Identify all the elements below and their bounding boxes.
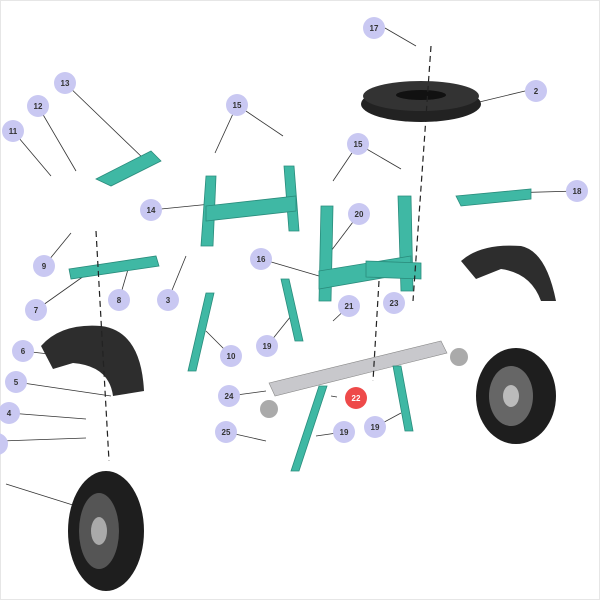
callout-12[interactable]: 12 <box>27 95 49 117</box>
wheel-right <box>476 348 556 444</box>
callout-5[interactable]: 5 <box>5 371 27 393</box>
callout-9[interactable]: 9 <box>33 255 55 277</box>
callout-21[interactable]: 21 <box>338 295 360 317</box>
callout-2[interactable]: 2 <box>525 80 547 102</box>
spare-tire <box>361 81 481 122</box>
axle <box>260 340 468 418</box>
callout-23[interactable]: 23 <box>383 292 405 314</box>
callout-20[interactable]: 20 <box>348 203 370 225</box>
callout-16[interactable]: 16 <box>250 248 272 270</box>
callout-24[interactable]: 24 <box>218 385 240 407</box>
callout-11[interactable]: 11 <box>2 120 24 142</box>
callout-22-selected[interactable]: 22 <box>345 387 367 409</box>
callout-7[interactable]: 7 <box>25 299 47 321</box>
callout-14[interactable]: 14 <box>140 199 162 221</box>
callout-3[interactable]: 3 <box>157 289 179 311</box>
callout-19[interactable]: 19 <box>364 416 386 438</box>
wheel-left <box>68 471 144 591</box>
callout-10[interactable]: 10 <box>220 345 242 367</box>
assembly-lines <box>95 45 432 462</box>
callout-15[interactable]: 15 <box>347 133 369 155</box>
callout-13[interactable]: 13 <box>54 72 76 94</box>
callout-4[interactable]: 4 <box>0 402 20 424</box>
callout-17[interactable]: 17 <box>363 17 385 39</box>
frame-parts <box>68 150 532 472</box>
fender-left <box>41 325 144 396</box>
callout-8[interactable]: 8 <box>108 289 130 311</box>
callout-6[interactable]: 6 <box>12 340 34 362</box>
callout-19[interactable]: 19 <box>333 421 355 443</box>
callout-3-partial[interactable]: 3 <box>0 433 8 455</box>
callout-15[interactable]: 15 <box>226 94 248 116</box>
callout-25[interactable]: 25 <box>215 421 237 443</box>
callout-19[interactable]: 19 <box>256 335 278 357</box>
callout-18[interactable]: 18 <box>566 180 588 202</box>
fender-right <box>461 245 556 301</box>
